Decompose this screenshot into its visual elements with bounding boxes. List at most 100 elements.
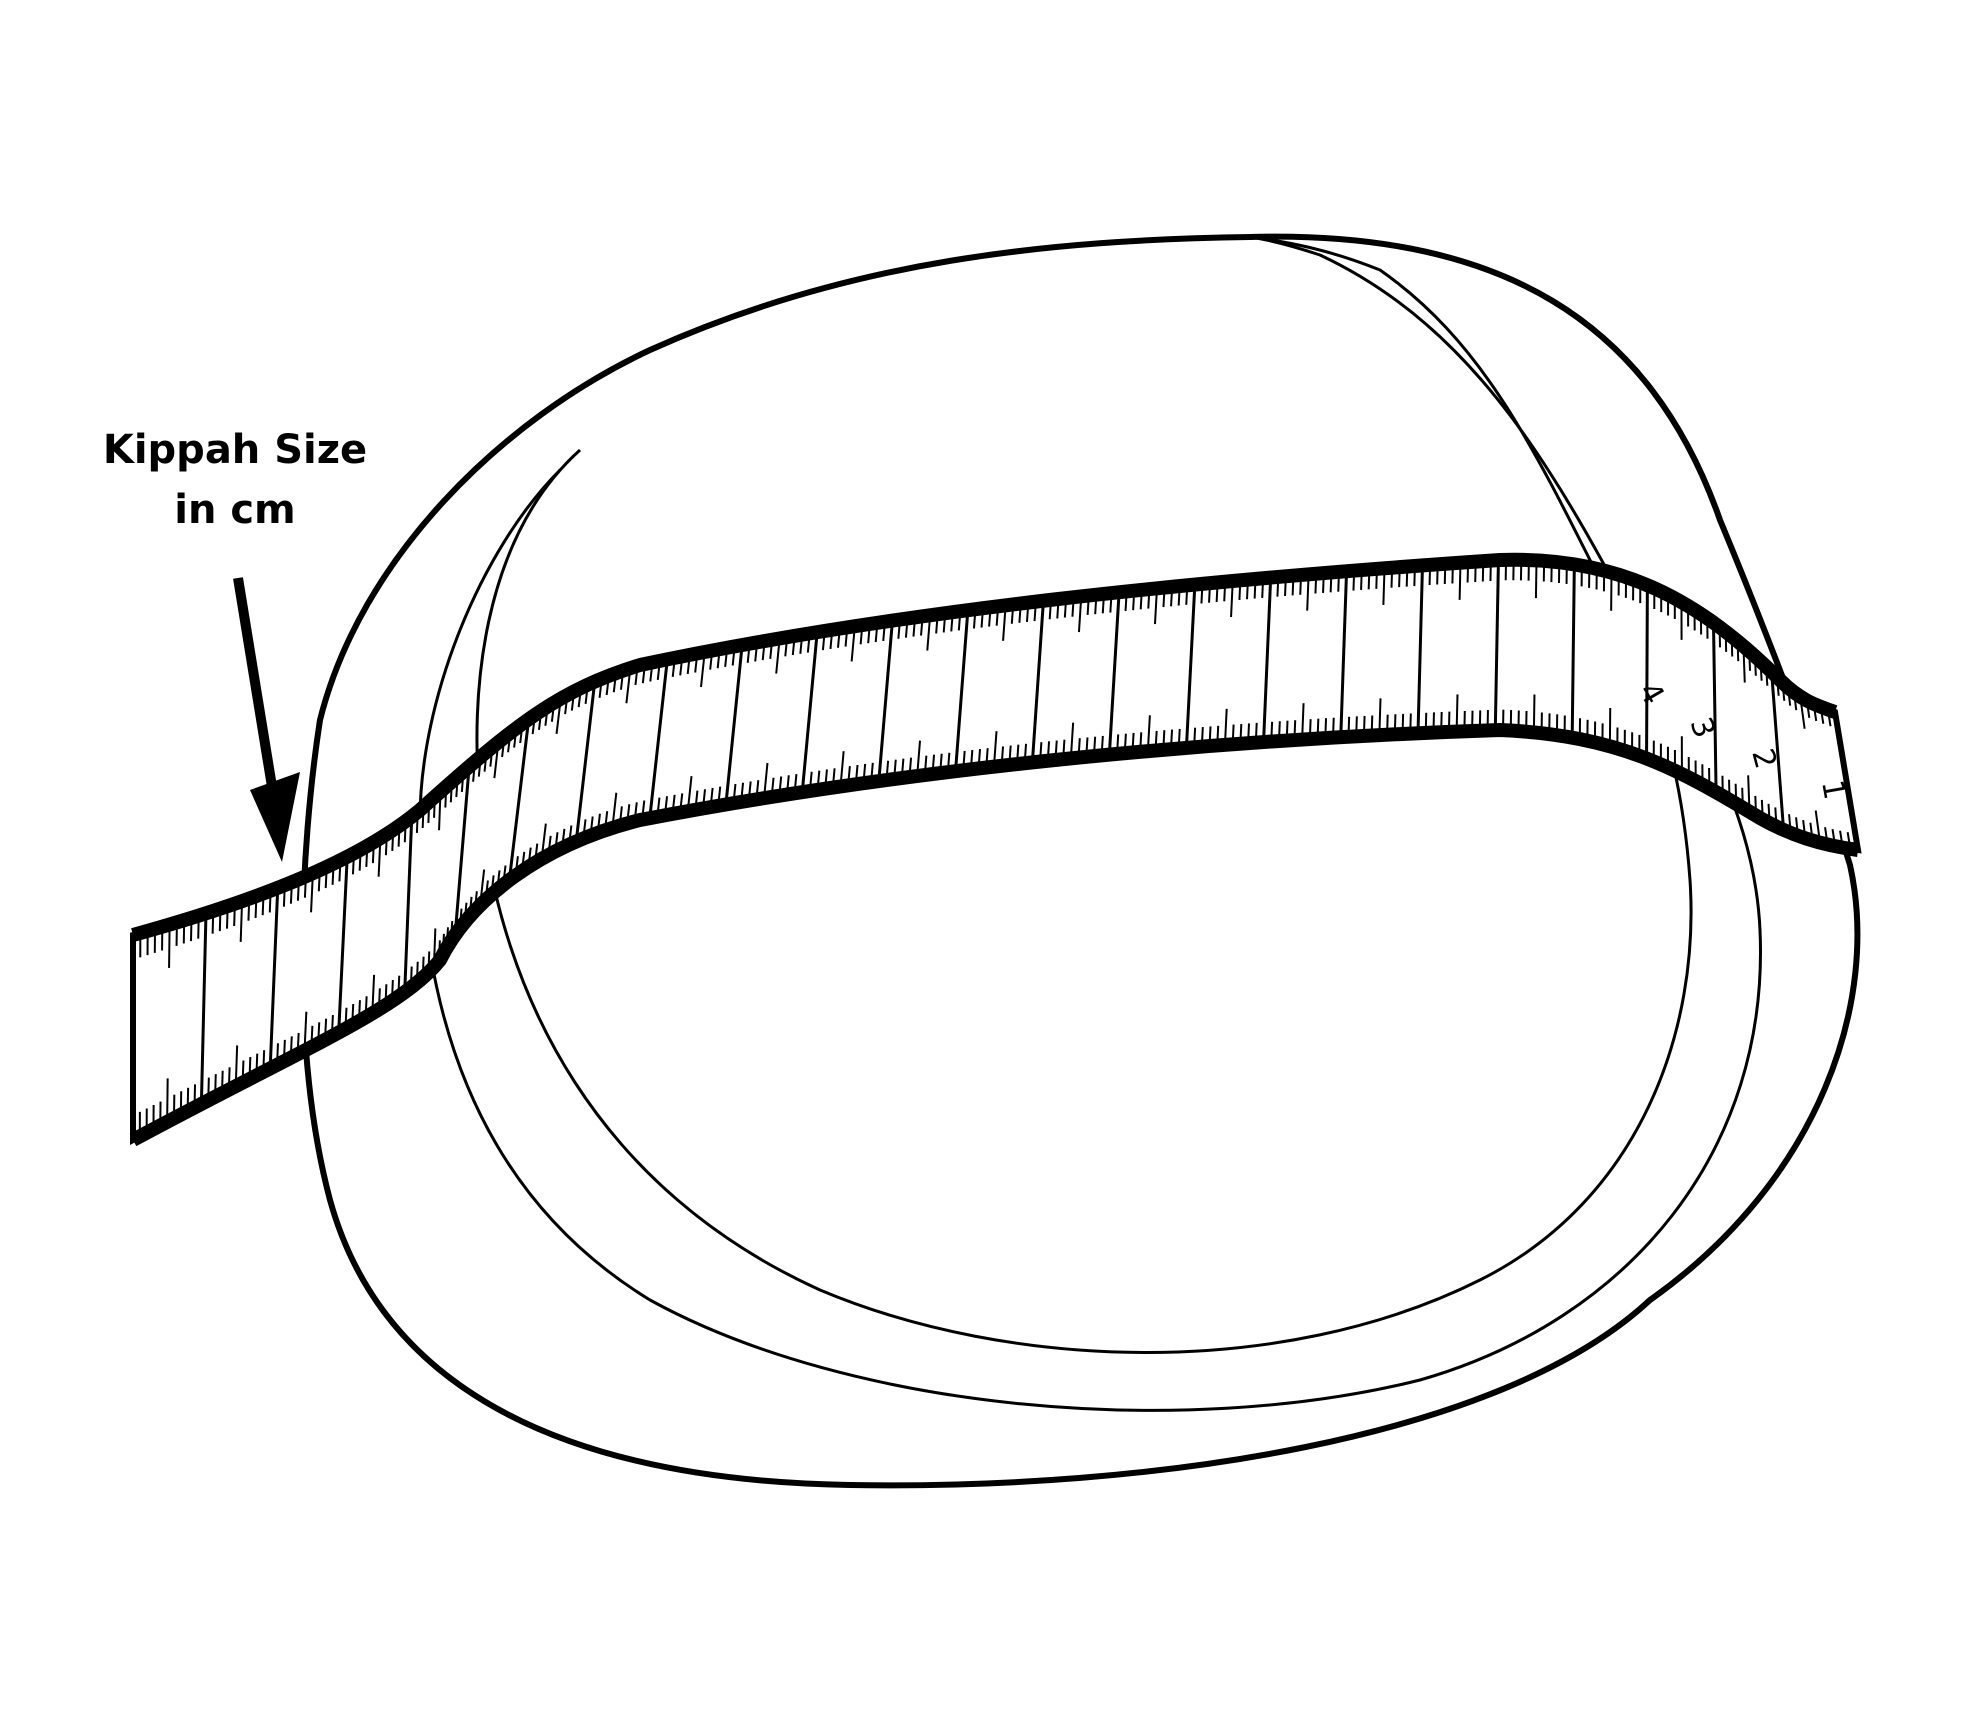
tape-tick <box>282 1039 286 1062</box>
tape-tick <box>473 891 478 912</box>
measuring-tape: 1 2 3 4 <box>129 552 1862 1147</box>
tape-tick <box>564 694 569 715</box>
tape-tick <box>1314 573 1318 594</box>
tape-tick <box>1355 716 1358 737</box>
tape-bottom-edge <box>129 722 1859 1147</box>
tape-tick <box>1169 729 1174 750</box>
tape-tick <box>449 920 454 942</box>
tape-tick <box>197 915 200 939</box>
tape-tick <box>1031 707 1038 763</box>
tape-tick <box>1778 776 1785 830</box>
tape-tick <box>432 928 437 968</box>
tape-tick <box>1008 745 1012 765</box>
tape-tick <box>1146 715 1151 752</box>
tape-tick <box>1016 744 1020 765</box>
tape-tick <box>1277 721 1281 742</box>
tape-tick <box>1071 597 1075 617</box>
tape-tick <box>874 622 879 643</box>
tape-tick <box>262 1050 266 1073</box>
tape-tick <box>409 966 413 988</box>
tape-tick <box>1401 713 1405 734</box>
tape-tick <box>445 927 449 948</box>
tape-tick <box>1291 575 1295 596</box>
tape-tick <box>799 634 804 654</box>
tape-tick <box>415 961 419 983</box>
tape-tick <box>1231 724 1235 745</box>
tape-tick <box>544 706 549 726</box>
tape-tick <box>769 639 774 659</box>
tape-tick <box>1069 722 1075 759</box>
tape-tick <box>954 716 961 772</box>
tape-tick <box>1534 560 1538 599</box>
tape-tick <box>1765 666 1769 686</box>
tape-tick <box>1714 734 1718 793</box>
tape-tick <box>1736 641 1740 662</box>
tape-tick <box>1048 599 1052 620</box>
tape-tick <box>831 768 836 788</box>
tape-tick <box>1826 709 1832 727</box>
tape-tick <box>255 1053 259 1076</box>
tape-tick <box>935 614 939 634</box>
tape-tick <box>1306 574 1310 611</box>
tape-tick <box>589 816 594 836</box>
tape-tick <box>618 806 623 826</box>
tape-tick <box>912 617 917 637</box>
tape-tick <box>1018 603 1022 623</box>
tape-tick <box>489 746 494 767</box>
tape-tick <box>479 869 486 906</box>
tape-tick <box>1177 728 1181 749</box>
tape-tick <box>972 609 977 629</box>
tape-tick <box>561 828 566 849</box>
tape-tick <box>1215 582 1219 603</box>
tape-tick <box>433 796 436 818</box>
tape-tick <box>324 866 328 889</box>
tape-tick <box>977 749 982 769</box>
tape-tick <box>1208 583 1212 603</box>
tape-tick <box>1712 622 1716 681</box>
tape-tick <box>438 940 441 962</box>
tape-tick <box>1261 578 1265 598</box>
tape-tick <box>679 656 684 676</box>
tape-tick <box>980 608 984 628</box>
tape-tick <box>686 775 693 812</box>
tape-tick <box>686 654 691 675</box>
tape-tick <box>732 783 737 804</box>
tape-tick <box>962 750 966 771</box>
tape-tick <box>1572 564 1576 624</box>
tape-tick <box>747 781 752 801</box>
tape-tick <box>377 988 381 1010</box>
tape-tick <box>220 1070 224 1094</box>
tape-tick <box>611 792 618 829</box>
tape-tick <box>1190 584 1196 641</box>
tape-tick <box>1247 723 1250 744</box>
tape-tick <box>241 1060 245 1083</box>
tape-tick <box>656 797 661 817</box>
tape-tick <box>916 740 922 777</box>
tape-tick <box>942 613 947 633</box>
tape-tick <box>1246 579 1249 600</box>
tape-tick <box>1038 600 1045 656</box>
tape-tick <box>854 764 859 785</box>
tape-tick <box>1419 565 1424 623</box>
tape-tick <box>1108 699 1114 755</box>
tape-tick <box>1293 720 1297 741</box>
tape-tick <box>1436 564 1439 585</box>
tape-tick <box>1254 722 1258 743</box>
tape-tick <box>1802 820 1807 839</box>
tape-tick <box>570 691 576 711</box>
tape-tick <box>502 865 507 885</box>
tape-tick <box>985 748 989 768</box>
tape-tick <box>554 832 559 852</box>
tape-tick <box>671 657 676 678</box>
tape-tick <box>296 879 300 901</box>
tape-tick <box>225 906 229 929</box>
tape-tick <box>1360 569 1363 590</box>
tape-tick <box>268 890 272 913</box>
tape-tick <box>1824 827 1829 845</box>
tape-tick <box>1532 694 1536 733</box>
tape-tick <box>1831 828 1837 847</box>
tape-tick <box>761 640 766 661</box>
tape-tick <box>1795 817 1799 836</box>
tape-tick <box>358 849 362 871</box>
tape-tick <box>821 630 826 651</box>
